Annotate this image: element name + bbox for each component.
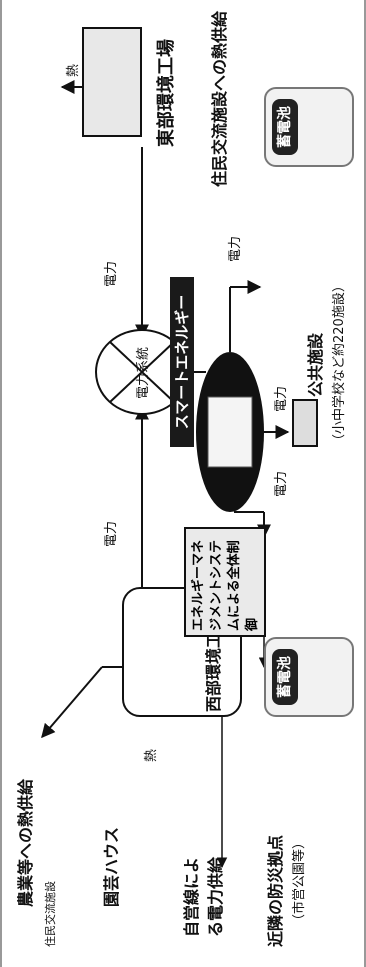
agri-house-label: 園芸ハウス — [102, 826, 121, 907]
battery-left-label: 蓄電池 — [272, 649, 298, 705]
power-label-east: 電力 — [104, 260, 119, 287]
power-system-label: 電力系統 — [136, 346, 151, 399]
east-plant-label: 東部環境工場 — [156, 39, 177, 147]
heat-label-east: 熱 — [66, 63, 81, 77]
power-label-hub-right: 電力 — [228, 235, 243, 262]
east-plant-building — [82, 27, 142, 137]
grid-cross-b — [109, 341, 175, 403]
heat-supply-agri: 農業等への熱供給 — [16, 778, 35, 907]
public-facilities-label: 公共施設 — [306, 332, 325, 397]
power-label-hub-left: 電力 — [274, 470, 289, 497]
ems-box: エネルギーマネジメントシステムによる全体制御 — [184, 527, 266, 637]
disaster-point-note: （市営公園等） — [292, 835, 307, 927]
smart-energy-banner: スマートエネルギー — [170, 277, 194, 447]
public-facilities-icon — [292, 399, 318, 447]
battery-left: 蓄電池 — [264, 637, 354, 717]
heat-supply-residents: 住民交流施設への熱供給 — [210, 10, 229, 187]
private-line-supply: 自営線による電力供給 — [182, 856, 225, 937]
power-label-hub-mid: 電力 — [274, 385, 289, 412]
ems-hub-screen — [207, 396, 253, 468]
west-heat-arrow — [41, 666, 103, 739]
battery-right-label: 蓄電池 — [272, 99, 298, 155]
heat-label-west: 熱 — [144, 748, 159, 762]
battery-right: 蓄電池 — [264, 87, 354, 167]
public-facilities-note: （小中学校など約220施設） — [332, 279, 347, 447]
disaster-point-label: 近隣の防災拠点 — [266, 834, 285, 947]
resident-exchange-label: 住民交流施設 — [44, 881, 57, 947]
power-label-west: 電力 — [104, 520, 119, 547]
